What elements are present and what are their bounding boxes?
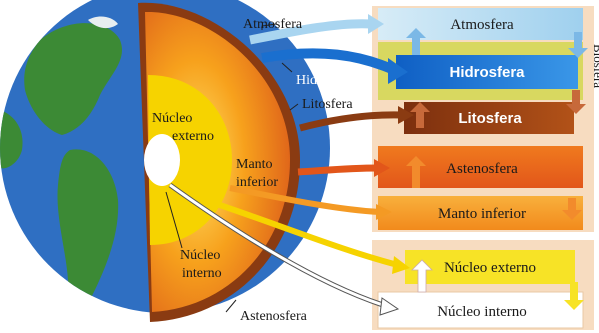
arrow-astenosfera bbox=[298, 168, 378, 172]
globe bbox=[0, 0, 330, 322]
label-manto-inferior-1: Manto bbox=[236, 157, 273, 172]
label-nucleo-interno-2: interno bbox=[182, 266, 222, 281]
box-label-biosfera: Biosfera bbox=[591, 44, 599, 88]
label-litosfera: Litosfera bbox=[302, 97, 353, 112]
box-label-manto-inferior: Manto inferior bbox=[438, 206, 526, 222]
label-manto-inferior-2: inferior bbox=[236, 175, 278, 190]
label-nucleo-externo-2: externo bbox=[172, 129, 214, 144]
box-label-nucleo-interno: Núcleo interno bbox=[437, 304, 527, 320]
box-label-atmosfera: Atmosfera bbox=[450, 17, 514, 33]
box-label-hidrosfera: Hidrosfera bbox=[449, 64, 525, 81]
label-nucleo-interno-1: Núcleo bbox=[180, 248, 220, 263]
box-label-litosfera: Litosfera bbox=[458, 110, 522, 127]
box-label-nucleo-externo: Núcleo externo bbox=[444, 260, 536, 276]
box-label-astenosfera: Astenosfera bbox=[446, 161, 518, 177]
label-astenosfera: Astenosfera bbox=[240, 309, 308, 324]
label-atmosfera: Atmosfera bbox=[243, 17, 303, 32]
label-nucleo-externo-1: Núcleo bbox=[152, 111, 192, 126]
label-hidrosfera: Hidrosfera bbox=[296, 73, 357, 88]
